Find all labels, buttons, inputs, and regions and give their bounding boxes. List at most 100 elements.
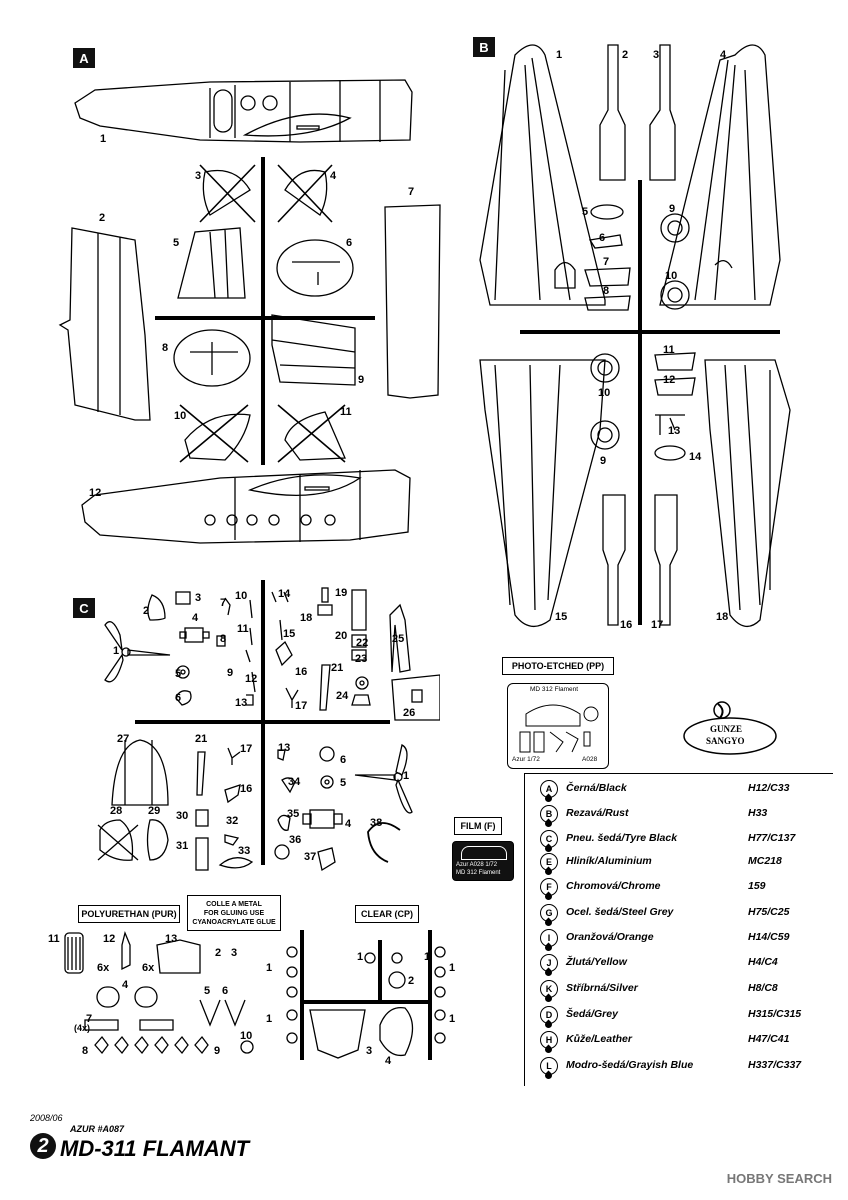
section-c-badge: C	[73, 598, 95, 618]
paint-name: Žlutá/Yellow	[566, 956, 627, 968]
c-part-5b: 5	[340, 777, 347, 789]
paint-table-border	[524, 773, 833, 1086]
b-part-14: 14	[689, 451, 702, 463]
c-part-19: 19	[335, 587, 348, 599]
fret-scale: Azur 1/72	[512, 756, 540, 763]
paint-name: Modro-šedá/Grayish Blue	[566, 1059, 694, 1071]
c-part-14: 14	[278, 588, 291, 600]
paint-name: Rezavá/Rust	[566, 807, 629, 819]
c-part-16b: 16	[240, 783, 253, 795]
pur-part-13: 13	[165, 933, 178, 945]
b-part-3: 3	[653, 49, 660, 61]
a-part-5: 5	[173, 237, 180, 249]
b-part-4: 4	[720, 49, 727, 61]
paint-drop-icon: J	[540, 954, 558, 972]
paint-name: Stříbrná/Silver	[566, 982, 638, 994]
pur-part-12: 12	[103, 933, 116, 945]
glue-line2: FOR GLUING USE	[203, 909, 265, 917]
pur-part-10: 10	[240, 1030, 253, 1042]
b-part-13: 13	[668, 425, 681, 437]
c-part-4b: 4	[345, 818, 352, 830]
c-part-21b: 21	[195, 733, 208, 745]
paint-name: Kůže/Leather	[566, 1033, 632, 1045]
paint-code: H8/C8	[748, 982, 778, 994]
c-part-2: 2	[143, 605, 150, 617]
pur-part-9: 9	[214, 1045, 221, 1057]
c-part-33: 33	[238, 845, 251, 857]
film-line1: Azur A028 1/72	[456, 862, 498, 868]
b-part-2: 2	[622, 49, 629, 61]
c-part-11: 11	[237, 623, 249, 635]
c-part-29: 29	[148, 805, 161, 817]
paint-drop-icon: E	[540, 853, 558, 871]
c-part-34: 34	[288, 776, 301, 788]
c-part-13: 13	[235, 697, 248, 709]
c-part-3: 3	[195, 592, 202, 604]
gunze-sangyo-logo: GUNZE SANGYO	[680, 700, 780, 758]
paint-code: H12/C33	[748, 782, 790, 794]
a-part-11: 11	[340, 406, 352, 418]
page-title: MD-311 FLAMANT	[60, 1136, 250, 1161]
b-part-17: 17	[651, 619, 664, 631]
cp-part-4: 4	[385, 1055, 392, 1067]
paint-name: Pneu. šedá/Tyre Black	[566, 832, 678, 844]
c-part-22: 22	[356, 637, 369, 649]
b-part-16: 16	[620, 619, 633, 631]
sangyo-text: SANGYO	[706, 736, 745, 746]
c-part-38: 38	[370, 817, 383, 829]
c-part-6b: 6	[340, 754, 347, 766]
pur-qty-6x-b: 6x	[142, 962, 155, 974]
b-part-10b: 10	[598, 387, 611, 399]
film-dials	[461, 846, 507, 860]
paint-name: Oranžová/Orange	[566, 931, 654, 943]
a-part-2: 2	[99, 212, 106, 224]
c-part-24: 24	[336, 690, 349, 702]
polyurethan-label: POLYURETHAN (PUR)	[78, 905, 180, 923]
paint-drop-icon: B	[540, 805, 558, 823]
gunze-text: GUNZE	[710, 724, 743, 734]
paint-drop-icon: K	[540, 980, 558, 998]
glue-line1: COLLE A METAL	[206, 900, 262, 908]
pur-part-11: 11	[48, 933, 60, 945]
film-sheet: Azur A028 1/72 MD 312 Flament	[452, 841, 514, 881]
c-part-7: 7	[220, 597, 227, 609]
a-part-7: 7	[408, 186, 415, 198]
pur-part-2: 2	[215, 947, 222, 959]
section-c-drawings	[97, 580, 440, 872]
paint-drop-icon: D	[540, 1006, 558, 1024]
c-part-4: 4	[192, 612, 199, 624]
clear-label: CLEAR (CP)	[355, 905, 419, 923]
b-part-8: 8	[603, 285, 610, 297]
b-part-9b: 9	[600, 455, 607, 467]
a-part-9: 9	[358, 374, 365, 386]
a-part-3: 3	[195, 170, 202, 182]
c-part-1: 1	[113, 645, 120, 657]
cp-part-1c: 1	[266, 962, 273, 974]
paint-code: 159	[748, 880, 766, 892]
pur-part-6: 6	[222, 985, 229, 997]
a-part-6: 6	[346, 237, 353, 249]
b-part-1: 1	[556, 49, 563, 61]
pur-part-7: 7	[86, 1013, 93, 1025]
c-part-25: 25	[392, 633, 405, 645]
c-part-32: 32	[226, 815, 239, 827]
c-part-8: 8	[220, 633, 227, 645]
c-part-15: 15	[283, 628, 296, 640]
pur-qty-6x-a: 6x	[97, 962, 110, 974]
paint-code: H337/C337	[748, 1059, 802, 1071]
paint-name: Ocel. šedá/Steel Grey	[566, 906, 674, 918]
section-a-drawings	[58, 79, 441, 544]
c-part-31: 31	[176, 840, 189, 852]
c-part-36: 36	[289, 834, 302, 846]
section-a-badge: A	[73, 48, 95, 68]
cp-part-3: 3	[366, 1045, 373, 1057]
paint-code: H4/C4	[748, 956, 778, 968]
film-line2: MD 312 Flament	[456, 870, 501, 876]
